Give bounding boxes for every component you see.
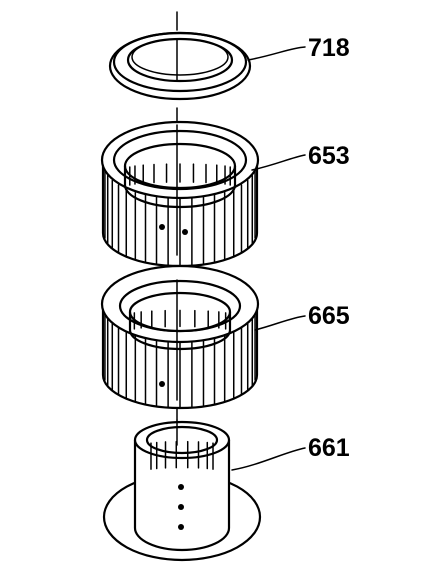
part-718-ring (108, 31, 252, 101)
callout-665: 665 (308, 302, 350, 330)
callout-653: 653 (308, 142, 350, 170)
part-665-drum (100, 264, 260, 410)
part-653-drum (100, 120, 260, 268)
callout-718: 718 (308, 34, 350, 62)
part-661-sleeve (102, 419, 262, 562)
leader-lines (231, 46, 306, 471)
callout-661: 661 (308, 434, 350, 462)
